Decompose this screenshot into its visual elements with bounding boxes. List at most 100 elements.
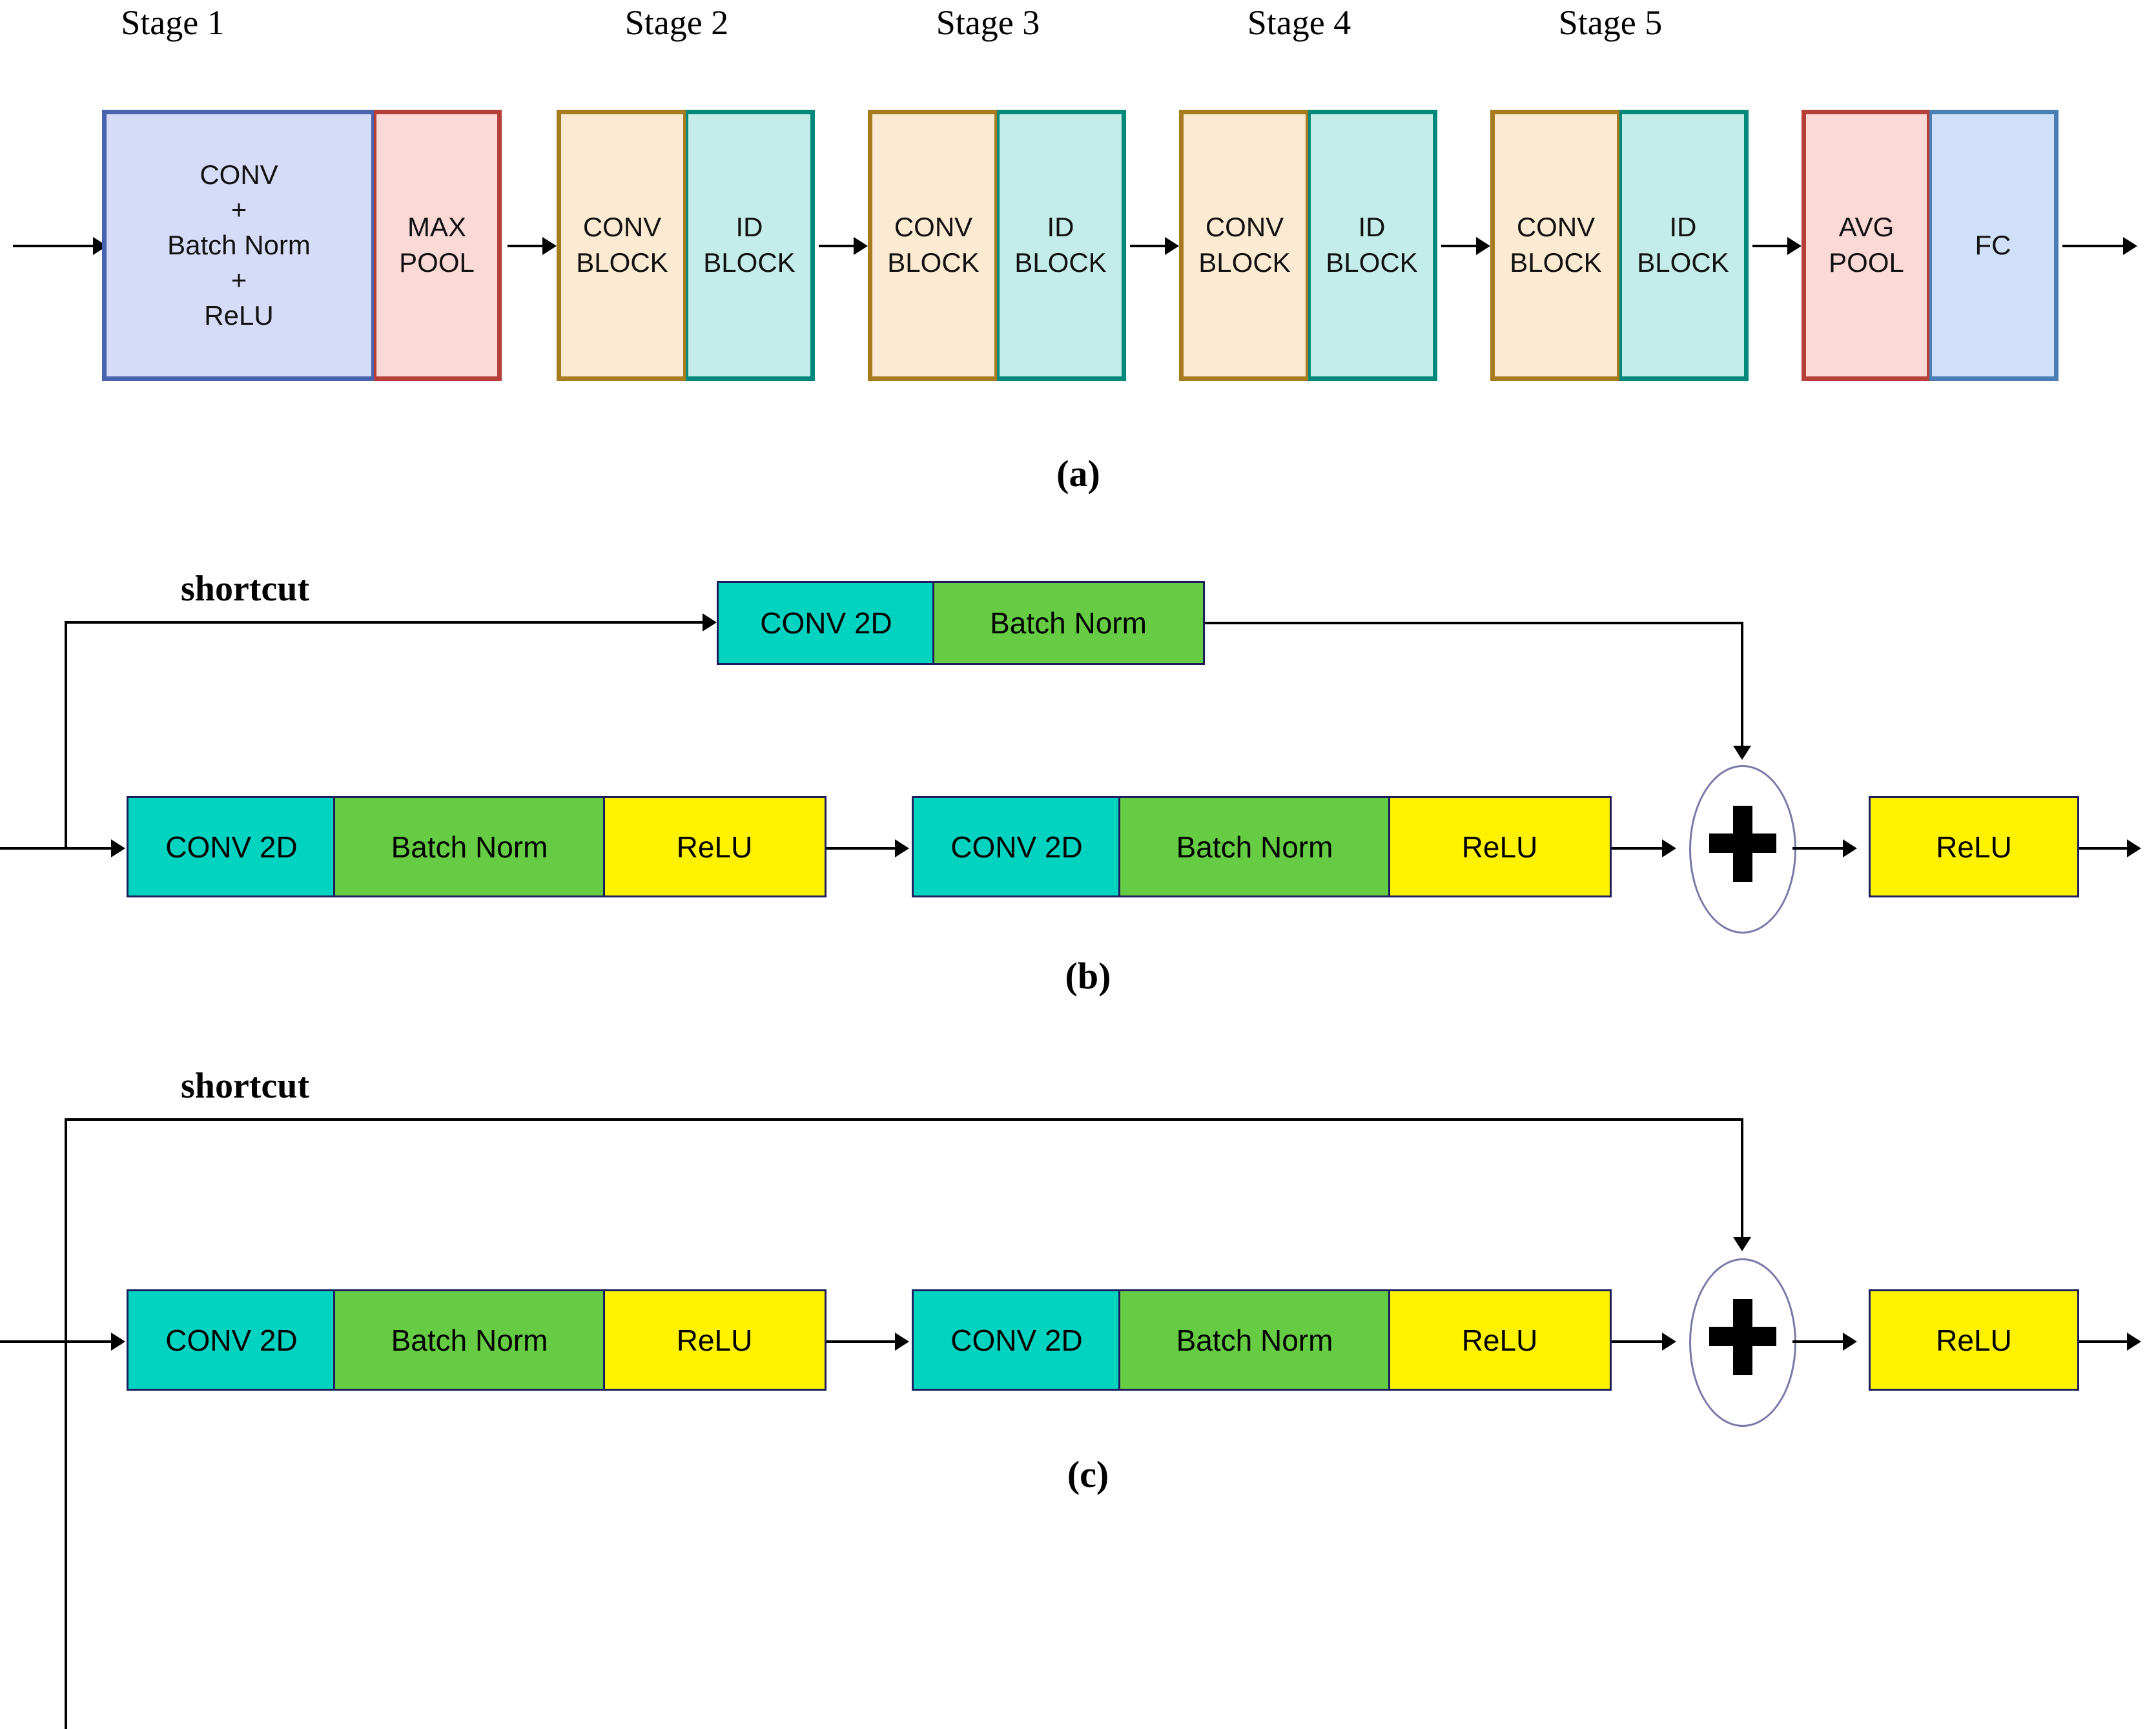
caption-a: (a) xyxy=(1056,453,1100,495)
panel-b-mid-connector-arrowhead xyxy=(895,839,909,857)
block-id-block-3: ID BLOCK xyxy=(997,110,1126,381)
block-id-block-4: ID BLOCK xyxy=(1308,110,1437,381)
shortcut-block-batch-norm-b: Batch Norm xyxy=(934,581,1205,665)
shortcut-after-bn-b xyxy=(1205,622,1743,624)
shortcut-drop-b xyxy=(1741,622,1743,748)
block-fc: FC xyxy=(1929,110,2058,381)
block-line: POOL xyxy=(399,247,475,278)
panel-a-connector-4-arrowhead xyxy=(1476,237,1490,255)
main-block-conv2d-c-1: CONV 2D xyxy=(127,1289,334,1391)
panel-a-connector-3-arrowhead xyxy=(1165,237,1179,255)
main-block-conv2d-c-2: CONV 2D xyxy=(912,1289,1120,1391)
panel-b-input-line xyxy=(0,847,97,850)
add-node-b xyxy=(1689,765,1796,934)
main-block-relu-c-2: ReLU xyxy=(1390,1289,1612,1391)
block-line: BLOCK xyxy=(1014,247,1107,278)
block-conv-block-4: CONV BLOCK xyxy=(1179,110,1308,381)
main-divider-c-1b xyxy=(603,1289,605,1391)
main-block-conv2d-b-2: CONV 2D xyxy=(912,796,1120,897)
panel-a-output-arrowhead xyxy=(2123,237,2137,255)
block-line: BLOCK xyxy=(1198,247,1291,278)
block-line: CONV xyxy=(894,212,973,243)
caption-b: (b) xyxy=(1065,955,1111,997)
panel-b-mid-connector xyxy=(826,847,899,850)
panel-a-connector-5-arrowhead xyxy=(1787,237,1802,255)
output-block-relu-c: ReLU xyxy=(1869,1289,2079,1391)
shortcut-label-b: shortcut xyxy=(181,569,310,609)
panel-c-add-to-relu-arrowhead xyxy=(1843,1333,1857,1351)
block-line: MAX xyxy=(407,212,466,243)
block-line: ID xyxy=(1669,212,1697,243)
main-divider-b-2a xyxy=(1118,796,1120,897)
panel-a-connector-3 xyxy=(1130,245,1169,247)
panel-c-input-line xyxy=(0,1340,97,1343)
panel-a-connector-1-arrowhead xyxy=(542,237,557,255)
stage-label-5: Stage 5 xyxy=(1558,3,1663,42)
block-line: CONV xyxy=(1516,212,1596,243)
panel-c-input-arrowhead xyxy=(111,1333,125,1351)
panel-b-add-to-relu-line xyxy=(1792,847,1847,850)
panel-c-to-add-line xyxy=(1612,1340,1666,1343)
block-line: Batch Norm xyxy=(167,229,311,260)
add-node-c xyxy=(1689,1258,1796,1427)
panel-b-output-line xyxy=(2079,847,2131,850)
stage-label-3: Stage 3 xyxy=(936,3,1040,42)
plus-bar-vertical-b xyxy=(1733,806,1752,882)
block-line: AVG xyxy=(1838,212,1894,243)
main-block-batch-norm-b-2: Batch Norm xyxy=(1120,796,1390,897)
panel-a-connector-2 xyxy=(819,245,857,247)
main-block-relu-b-2: ReLU xyxy=(1390,796,1612,897)
panel-a-connector-4 xyxy=(1441,245,1480,247)
shortcut-into-add-arrowhead-b xyxy=(1733,746,1751,760)
block-line: BLOCK xyxy=(1637,247,1729,278)
block-line: ID xyxy=(1358,212,1386,243)
main-block-batch-norm-c-1: Batch Norm xyxy=(334,1289,604,1391)
block-line: CONV xyxy=(1205,212,1284,243)
main-divider-b-2b xyxy=(1388,796,1390,897)
shortcut-to-convbn-arrowhead-b xyxy=(703,613,717,631)
block-line: BLOCK xyxy=(887,247,980,278)
panel-c-mid-connector xyxy=(826,1340,899,1343)
shortcut-top-c xyxy=(65,1118,1743,1121)
main-divider-c-2a xyxy=(1118,1289,1120,1391)
block-line: ID xyxy=(1047,212,1074,243)
block-line: BLOCK xyxy=(1326,247,1418,278)
block-conv-block-2: CONV BLOCK xyxy=(557,110,686,381)
block-avg-pool: AVG POOL xyxy=(1802,110,1929,381)
block-conv-block-5: CONV BLOCK xyxy=(1490,110,1619,381)
block-line: CONV xyxy=(582,212,662,243)
stage-label-1: Stage 1 xyxy=(121,3,225,42)
block-line: + xyxy=(231,194,247,225)
panel-b-output-arrowhead xyxy=(2127,839,2141,857)
caption-c: (c) xyxy=(1067,1453,1109,1495)
panel-a-connector-5 xyxy=(1752,245,1791,247)
main-block-conv2d-b-1: CONV 2D xyxy=(127,796,334,897)
shortcut-into-add-arrowhead-c xyxy=(1733,1237,1751,1251)
panel-b-to-add-line xyxy=(1612,847,1666,850)
panel-c-output-line xyxy=(2079,1340,2131,1343)
block-id-block-5: ID BLOCK xyxy=(1619,110,1749,381)
block-line: BLOCK xyxy=(703,247,796,278)
stage-label-4: Stage 4 xyxy=(1247,3,1351,42)
panel-c-add-to-relu-line xyxy=(1792,1340,1847,1343)
panel-c-output-arrowhead xyxy=(2127,1333,2141,1351)
main-divider-b-1a xyxy=(333,796,335,897)
main-block-relu-b-1: ReLU xyxy=(604,796,826,897)
main-block-relu-c-1: ReLU xyxy=(604,1289,826,1391)
panel-a-input-line xyxy=(13,245,97,247)
block-line: CONV xyxy=(200,159,278,190)
shortcut-divider-b xyxy=(932,581,934,665)
panel-a-connector-1 xyxy=(508,245,546,247)
panel-b-input-line-2 xyxy=(65,847,116,850)
block-line: POOL xyxy=(1829,247,1904,278)
block-id-block-2: ID BLOCK xyxy=(686,110,815,381)
shortcut-label-c: shortcut xyxy=(181,1066,310,1106)
panel-b-input-arrowhead xyxy=(111,839,125,857)
block-conv-block-3: CONV BLOCK xyxy=(868,110,997,381)
block-conv-bn-relu: CONV + Batch Norm + ReLU xyxy=(102,110,374,381)
shortcut-block-conv2d-b: CONV 2D xyxy=(717,581,934,665)
block-line: FC xyxy=(1975,229,2011,260)
main-block-batch-norm-c-2: Batch Norm xyxy=(1120,1289,1390,1391)
panel-a-connector-2-arrowhead xyxy=(854,237,868,255)
block-line: BLOCK xyxy=(576,247,668,278)
